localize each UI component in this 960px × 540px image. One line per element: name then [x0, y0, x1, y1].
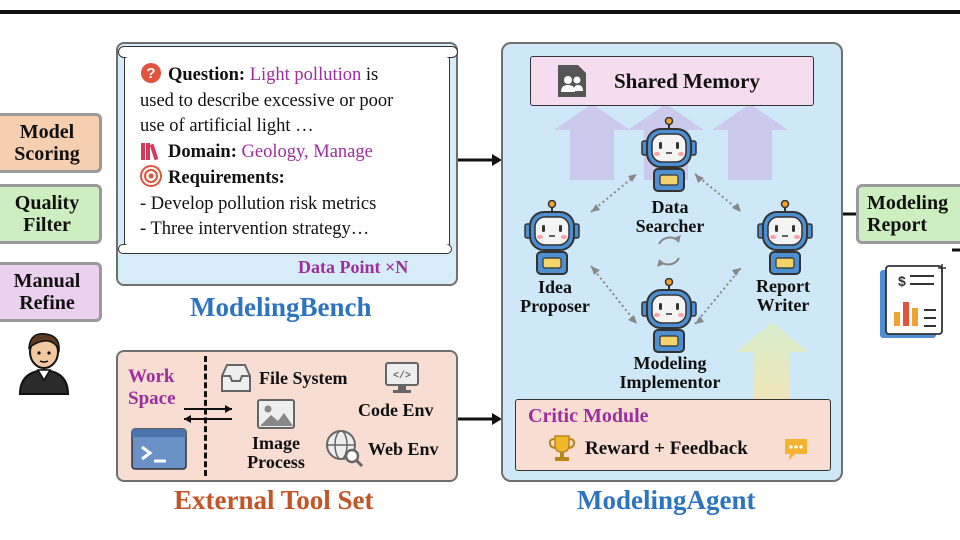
domain-label: Domain: [168, 141, 237, 162]
question-rest-3: use of artificial light … [140, 116, 314, 136]
tools-to-agent-arrow [458, 413, 502, 425]
data-point-count: Data Point ×N [298, 257, 409, 277]
workspace-line2: Space [128, 388, 176, 409]
svg-text:$: $ [898, 273, 906, 289]
modeling-implementor-robot-icon [640, 277, 698, 359]
target-icon [140, 165, 162, 187]
scroll-bottom-curl [118, 244, 452, 254]
file-system-icon [221, 364, 251, 392]
top-rule [0, 10, 960, 14]
reward-feedback-label: Reward + Feedback [585, 438, 748, 459]
idea-proposer-line2: Proposer [520, 296, 590, 316]
question-line: ? Question: Light pollution is [140, 62, 440, 89]
modeling-report-line1: Modeling [867, 192, 949, 214]
web-env-icon [326, 430, 364, 468]
critic-module-label: Critic Module [528, 405, 649, 427]
domain-value: Geology, Manage [241, 141, 373, 162]
data-searcher-robot-icon [640, 116, 698, 198]
workspace-divider [204, 356, 207, 476]
feedback-chat-icon [785, 439, 807, 460]
modeling-report-line2: Report [867, 214, 927, 236]
question-rest-1: is [361, 65, 379, 85]
model-scoring-line1: Model [19, 121, 75, 143]
idea-proposer-robot-icon [523, 199, 581, 281]
modeling-implementor-line2: Implementor [619, 372, 721, 392]
question-rest-2: used to describe excessive or poor [140, 90, 394, 111]
agent-connections [590, 173, 742, 325]
human-expert-icon [18, 333, 70, 395]
workspace-line1: Work [128, 366, 175, 387]
modeling-implementor-line1: Modeling [633, 353, 707, 373]
modelingbench-title: ModelingBench [190, 292, 372, 322]
books-icon [141, 142, 159, 160]
data-searcher-line2: Searcher [635, 216, 705, 236]
shared-memory-icon [558, 65, 586, 97]
idea-proposer-line1: Idea [537, 277, 572, 297]
manual-refine-line1: Manual [13, 270, 81, 292]
manual-refine-line2: Refine [19, 292, 75, 314]
requirements-label: Requirements: [168, 168, 285, 188]
requirements-line: Requirements: [140, 165, 440, 192]
file-system-label: File System [259, 368, 348, 388]
quality-filter-line1: Quality [14, 192, 80, 214]
question-value: Light pollution [249, 65, 362, 85]
svg-text:</>: </> [393, 370, 411, 382]
quality-filter-line2: Filter [23, 214, 71, 236]
terminal-icon [131, 428, 187, 470]
image-icon [257, 399, 295, 429]
image-process-line2: Process [247, 452, 305, 472]
trophy-icon [548, 435, 576, 461]
critic-feedback-arrow [736, 322, 808, 404]
report-output-line [952, 248, 960, 252]
shared-memory-label: Shared Memory [614, 69, 761, 93]
code-env-label: Code Env [358, 400, 434, 420]
external-tool-set-title: External Tool Set [174, 485, 374, 515]
image-process-line1: Image [252, 433, 300, 453]
scroll-paper [125, 57, 449, 245]
bench-to-agent-arrow [458, 154, 502, 166]
report-document-icon: $ [880, 264, 946, 338]
web-env-label: Web Env [368, 439, 439, 459]
modelingagent-title: ModelingAgent [577, 485, 756, 515]
report-writer-line2: Writer [756, 295, 810, 315]
data-point-text: ? Question: Light pollution is used to d… [140, 62, 440, 243]
report-writer-line1: Report [756, 276, 810, 296]
report-writer-robot-icon [756, 199, 814, 281]
code-env-icon: </> [385, 362, 419, 393]
domain-line: Domain: Geology, Manage [140, 140, 440, 166]
data-searcher-line1: Data [651, 197, 689, 217]
requirement-1: - Develop pollution risk metrics [140, 193, 377, 214]
model-scoring-line2: Scoring [14, 143, 80, 165]
question-label: Question: [168, 65, 246, 85]
requirement-2: - Three intervention strategy… [140, 219, 370, 239]
bidirectional-arrow-icon [184, 405, 232, 423]
question-icon: ? [141, 63, 161, 83]
svg-text:?: ? [146, 65, 155, 82]
